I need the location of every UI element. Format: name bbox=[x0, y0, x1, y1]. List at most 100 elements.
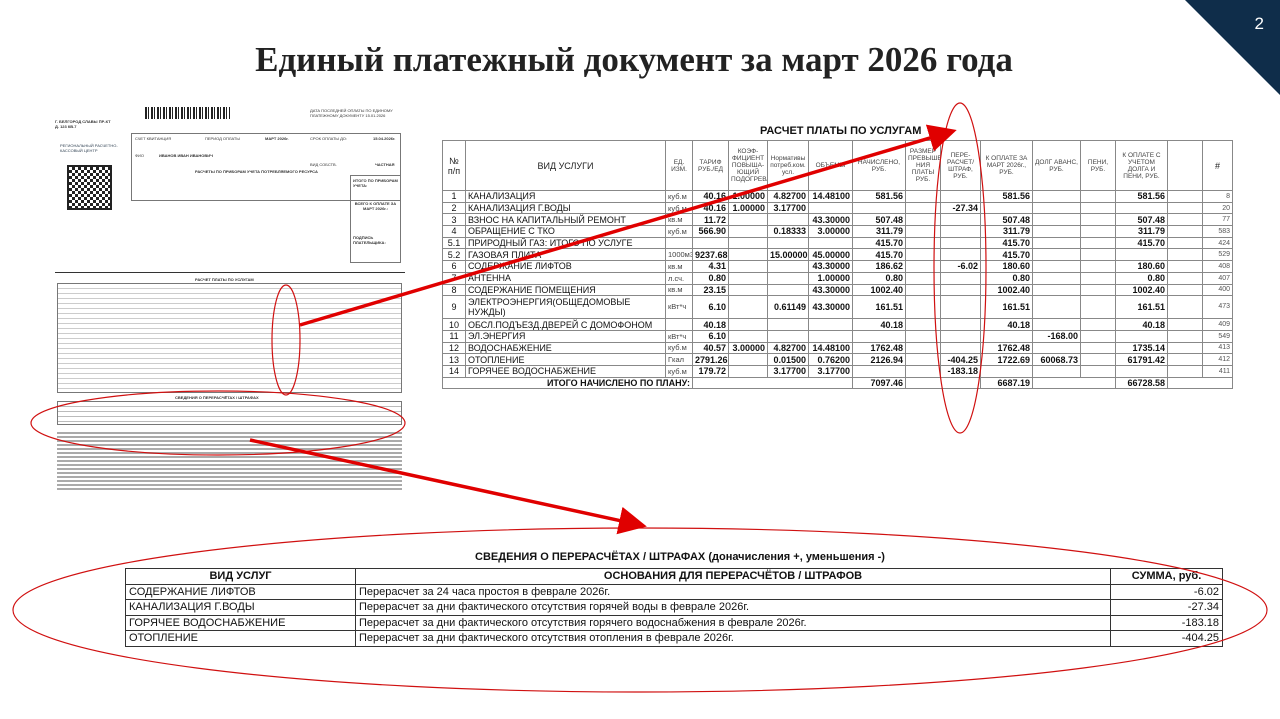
table-cell: 2 bbox=[442, 201, 466, 215]
table-cell: 2791.26 bbox=[692, 353, 729, 366]
table-cell bbox=[905, 190, 941, 203]
table-cell: 6 bbox=[442, 260, 466, 273]
table-cell: -27.34 bbox=[940, 201, 981, 215]
table-cell bbox=[665, 236, 693, 250]
table-cell: 507.48 bbox=[980, 213, 1033, 227]
table-cell: 4.31 bbox=[692, 260, 729, 273]
table-cell: -6.02 bbox=[1110, 583, 1223, 600]
table-cell: 415.70 bbox=[1115, 236, 1168, 250]
table-cell: 186.62 bbox=[852, 260, 906, 273]
table-cell bbox=[940, 225, 981, 238]
qr-code-icon bbox=[67, 165, 112, 210]
table-cell: 43.30000 bbox=[808, 295, 853, 320]
table-cell: 23.15 bbox=[692, 283, 729, 297]
table-cell: 8 bbox=[442, 283, 466, 297]
table-cell: 8 bbox=[1202, 190, 1233, 203]
table-cell: СОДЕРЖАНИЕ ЛИФТОВ bbox=[465, 260, 666, 273]
table-cell: 180.60 bbox=[980, 260, 1033, 273]
table-cell: 6.10 bbox=[692, 329, 729, 343]
table-cell bbox=[728, 271, 768, 285]
column-header: ДОЛГ АВАНС, РУБ. bbox=[1032, 140, 1081, 191]
thumb-last-payment: ДАТА ПОСЛЕДНЕЙ ОПЛАТЫ ПО ЕДИНОМУ ПЛАТЕЖН… bbox=[310, 108, 393, 118]
table-cell: кв.м bbox=[665, 213, 693, 227]
document-thumbnail: Г. БЕЛГОРОД СЛАВЫ ПР-КТ Д. 123 КВ.7 ДАТА… bbox=[55, 105, 405, 495]
table-cell bbox=[905, 364, 941, 378]
thumb-calc-table bbox=[57, 283, 402, 393]
table-cell: -27.34 bbox=[1110, 599, 1223, 616]
table-cell: ПРИРОДНЫЙ ГАЗ: ИТОГО ПО УСЛУГЕ bbox=[465, 236, 666, 250]
table-cell bbox=[1115, 329, 1168, 343]
table-cell: ОТОПЛЕНИЕ bbox=[465, 353, 666, 366]
column-header: # bbox=[1202, 140, 1233, 191]
table-cell: ОБСЛ.ПОДЪЕЗД.ДВЕРЕЙ С ДОМОФОНОМ bbox=[465, 318, 666, 331]
table-cell bbox=[1167, 271, 1203, 285]
table-cell bbox=[905, 376, 981, 390]
table-cell bbox=[1032, 283, 1081, 297]
corner-decoration bbox=[1185, 0, 1280, 95]
column-header: ОБЪЕМЫ bbox=[808, 140, 853, 191]
table-cell: 4.82700 bbox=[767, 341, 809, 355]
table-cell bbox=[905, 295, 941, 320]
table-cell: 4 bbox=[442, 225, 466, 238]
table-cell: 583 bbox=[1202, 225, 1233, 238]
thumb-signature: ПОДПИСЬ ПЛАТЕЛЬЩИКА: bbox=[353, 235, 386, 245]
table-cell bbox=[940, 283, 981, 297]
table-cell: 566.90 bbox=[692, 225, 729, 238]
table-cell: ГАЗОВАЯ ПЛИТА bbox=[465, 248, 666, 262]
column-header: РАЗМЕР ПРЕВЫШЕ-НИЯ ПЛАТЫ РУБ. bbox=[905, 140, 941, 191]
table-cell bbox=[1167, 225, 1203, 238]
column-header: ОСНОВАНИЯ ДЛЯ ПЕРЕРАСЧЁТОВ / ШТРАФОВ bbox=[355, 568, 1111, 585]
table-cell bbox=[1167, 190, 1203, 203]
table-cell bbox=[728, 213, 768, 227]
table-cell: Перерасчет за дни фактического отсутстви… bbox=[355, 614, 1111, 631]
column-header: ЕД. ИЗМ. bbox=[665, 140, 693, 191]
table-cell: 3.00000 bbox=[728, 341, 768, 355]
table-cell bbox=[940, 213, 981, 227]
table-cell bbox=[1080, 353, 1116, 366]
table-cell bbox=[767, 260, 809, 273]
table-cell bbox=[940, 318, 981, 331]
table-cell bbox=[905, 283, 941, 297]
table-cell: 161.51 bbox=[1115, 295, 1168, 320]
table-cell: 424 bbox=[1202, 236, 1233, 250]
table-cell: куб.м bbox=[665, 201, 693, 215]
table-cell: 61791.42 bbox=[1115, 353, 1168, 366]
table-cell bbox=[1167, 236, 1203, 250]
table-cell: 407 bbox=[1202, 271, 1233, 285]
thumb-rec-title: СВЕДЕНИЯ О ПЕРЕРАСЧЁТАХ / ШТРАФАХ bbox=[175, 395, 259, 400]
table-cell bbox=[905, 248, 941, 262]
table-cell: -404.25 bbox=[940, 353, 981, 366]
table-cell: кВт*ч bbox=[665, 329, 693, 343]
table-cell: 3.17700 bbox=[808, 364, 853, 378]
divider bbox=[55, 272, 405, 273]
table-cell: 40.16 bbox=[692, 190, 729, 203]
table-cell: 408 bbox=[1202, 260, 1233, 273]
thumb-calc-title: РАСЧЕТ ПЛАТЫ ПО УСЛУГАМ bbox=[195, 277, 254, 282]
table-cell: л.сч. bbox=[665, 271, 693, 285]
table-cell bbox=[728, 353, 768, 366]
table-cell: куб.м bbox=[665, 225, 693, 238]
thumb-total-box bbox=[350, 175, 401, 263]
table-cell: 10 bbox=[442, 318, 466, 331]
table-cell: 43.30000 bbox=[808, 283, 853, 297]
thumb-fio: ИВАНОВ ИВАН ИВАНОВИЧ bbox=[159, 153, 213, 158]
table-cell: АНТЕННА bbox=[465, 271, 666, 285]
table-cell bbox=[1080, 364, 1116, 378]
table-cell bbox=[1167, 295, 1203, 320]
table-cell: 507.48 bbox=[1115, 213, 1168, 227]
table-cell bbox=[1032, 213, 1081, 227]
table-cell: 0.80 bbox=[980, 271, 1033, 285]
table-cell: 1000м3 bbox=[665, 248, 693, 262]
column-header: ВИД УСЛУГИ bbox=[465, 140, 666, 191]
table-cell bbox=[940, 329, 981, 343]
table-cell: 0.80 bbox=[852, 271, 906, 285]
